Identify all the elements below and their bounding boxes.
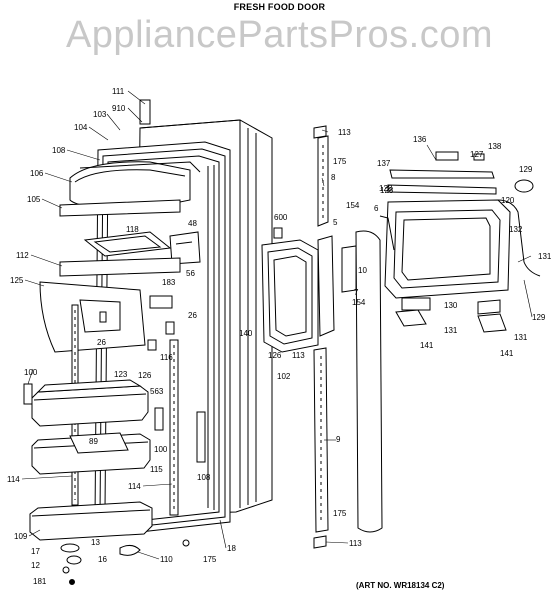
callout: 131 — [538, 252, 552, 261]
callout: 132 — [509, 225, 523, 234]
callout: 600 — [274, 213, 288, 222]
callout: 26 — [188, 311, 197, 320]
callout: 120 — [501, 196, 515, 205]
callout: 141 — [500, 349, 514, 358]
callout: 123 — [114, 370, 128, 379]
callout: 141 — [420, 341, 434, 350]
callout: 9 — [336, 435, 341, 444]
callout: 100 — [154, 445, 168, 454]
callout: 910 — [112, 104, 126, 113]
callout: 108 — [197, 473, 211, 482]
callout: 131 — [514, 333, 528, 342]
callout: 6 — [374, 204, 379, 213]
callout: 112 — [16, 251, 29, 260]
callout: 181 — [33, 577, 47, 586]
diagram-title: FRESH FOOD DOOR — [233, 2, 326, 12]
callout: 10 — [358, 266, 367, 275]
callout: 116 — [160, 353, 173, 362]
callout: 106 — [30, 169, 44, 178]
callout: 118 — [126, 225, 139, 234]
callout: 105 — [27, 195, 41, 204]
small-parts — [23, 295, 206, 585]
callout-labels: 111 910 103 104 108 106 105 118 48 112 5… — [7, 87, 552, 586]
panel-125 — [39, 281, 146, 353]
callout: 111 — [112, 87, 125, 96]
callout: 129 — [532, 313, 546, 322]
callout: 113 — [338, 128, 351, 137]
dispenser-area — [83, 231, 201, 265]
callout: 18 — [227, 544, 236, 553]
callout: 16 — [98, 555, 107, 564]
rail-9 — [313, 347, 329, 549]
callout: 129 — [519, 165, 533, 174]
callout: 108 — [52, 146, 66, 155]
callout: 8 — [331, 173, 336, 182]
callout: 154 — [352, 298, 366, 307]
callout: 7 — [354, 288, 359, 297]
door-bin-115 — [31, 432, 151, 475]
callout: 175 — [203, 555, 217, 564]
callout: 89 — [89, 437, 98, 446]
dispenser-frame — [379, 151, 541, 299]
callout: 563 — [150, 387, 164, 396]
callout: 175 — [333, 157, 347, 166]
door-bin-123 — [31, 379, 149, 427]
callout: 110 — [160, 555, 173, 564]
callout: 126 — [138, 371, 152, 380]
door-bin-109 — [29, 501, 153, 541]
panel-5 — [317, 235, 357, 337]
callout: 140 — [239, 329, 253, 338]
rail-8 — [313, 125, 329, 227]
callout: 100 — [24, 368, 38, 377]
callout: 183 — [162, 278, 176, 287]
callout: 127 — [470, 150, 484, 159]
callout: 102 — [277, 372, 291, 381]
callout: 48 — [188, 219, 197, 228]
callout: 114 — [128, 482, 141, 491]
callout: 56 — [186, 269, 195, 278]
callout: 12 — [31, 561, 40, 570]
art-number: (ART NO. WR18134 C2) — [356, 581, 445, 590]
callout: 114 — [7, 475, 20, 484]
callout: 115 — [150, 465, 163, 474]
callout: 175 — [333, 509, 347, 518]
dairy-compartment — [59, 161, 201, 217]
callout: 113 — [292, 351, 305, 360]
callout: 131 — [444, 326, 458, 335]
gasket-frame — [261, 227, 319, 353]
panel-112 — [59, 257, 181, 277]
callout: 103 — [93, 110, 107, 119]
callout: 128 — [379, 184, 393, 193]
callout: 136 — [413, 135, 427, 144]
callout: 128 — [380, 186, 394, 195]
callout: 154 — [346, 201, 360, 210]
watermark: AppliancePartsPros.com — [65, 14, 494, 56]
callout: 26 — [97, 338, 106, 347]
callout: 137 — [377, 159, 391, 168]
callout: 125 — [10, 276, 24, 285]
callout: 17 — [31, 547, 40, 556]
gasket-strip-6 — [355, 230, 383, 533]
callout: 104 — [74, 123, 88, 132]
callout: 5 — [333, 218, 338, 227]
callout: 13 — [91, 538, 100, 547]
callout: 138 — [488, 142, 502, 151]
callout: 130 — [444, 301, 458, 310]
callout: 113 — [349, 539, 362, 548]
callout: 126 — [268, 351, 282, 360]
leader-lines — [21, 90, 533, 560]
callout: 109 — [14, 532, 28, 541]
lower-brackets — [395, 297, 507, 333]
